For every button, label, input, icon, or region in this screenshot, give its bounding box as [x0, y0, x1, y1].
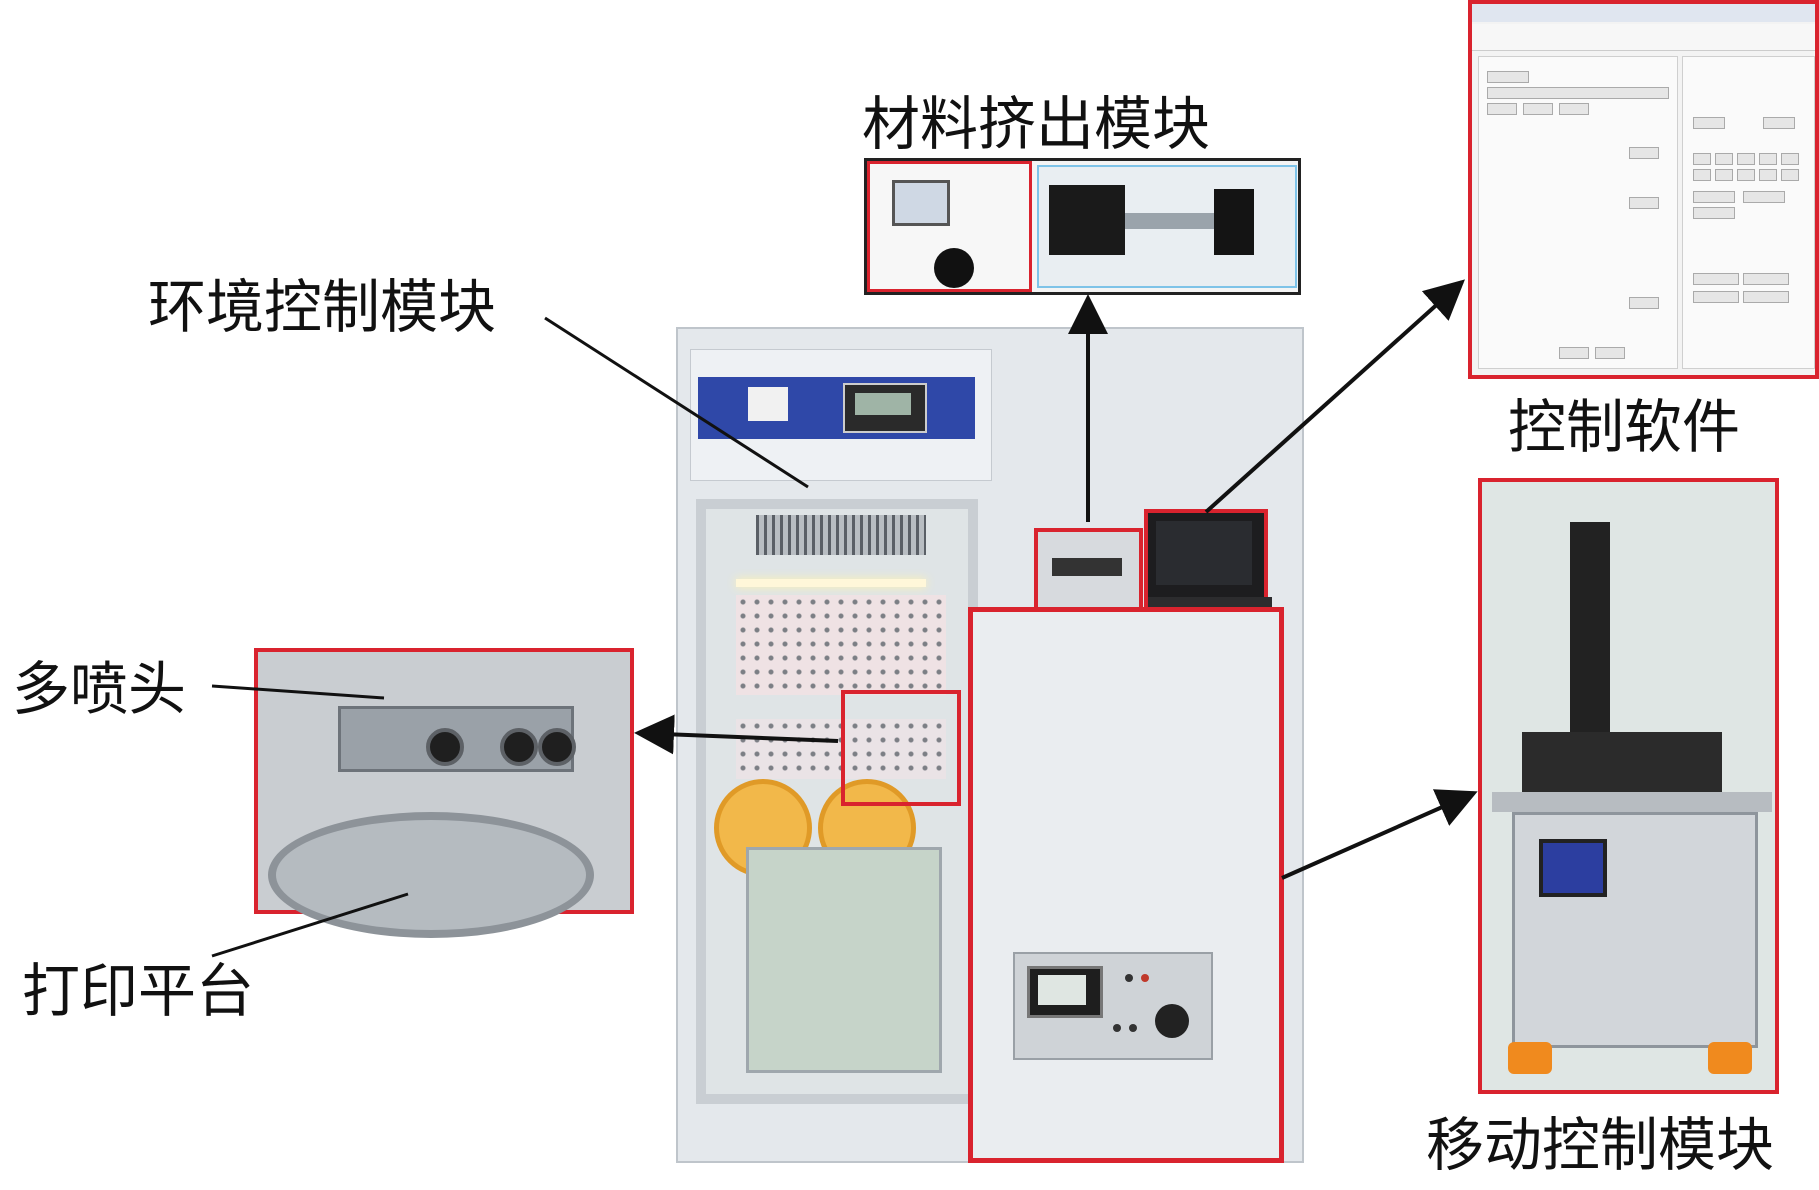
label-multi-nozzle: 多喷头 — [12, 655, 187, 723]
software-toolbar — [1472, 24, 1815, 51]
label-material-extrusion: 材料挤出模块 — [862, 90, 1211, 158]
label-print-platform: 打印平台 — [22, 957, 255, 1025]
software-right-pane — [1682, 56, 1815, 369]
leader-platform — [211, 892, 409, 958]
arrow-to-nozzle — [634, 714, 839, 755]
machine-table — [1492, 792, 1772, 812]
chamber-vents — [756, 515, 926, 555]
print-platform-dish — [268, 812, 594, 938]
panel-display-lcd — [843, 383, 927, 433]
chamber-lower-door — [746, 847, 942, 1073]
software-titlebar — [1472, 4, 1815, 22]
environment-control-panel — [698, 377, 975, 439]
label-motion-control: 移动控制模块 — [1426, 1111, 1775, 1179]
extruder-on-cabinet — [1034, 528, 1143, 611]
panel-display-small — [748, 387, 788, 421]
arrow-to-motion — [1281, 789, 1478, 880]
leader-nozzle — [211, 684, 385, 700]
motion-control-photo — [1478, 478, 1779, 1094]
syringe-pump — [1037, 165, 1297, 288]
label-environment-control: 环境控制模块 — [148, 273, 497, 341]
chamber-lamp — [736, 579, 926, 587]
motion-control-cabinet — [968, 607, 1284, 1163]
motion-control-panel — [1013, 952, 1213, 1060]
main-cabinet-photo — [676, 327, 1304, 1163]
motion-control-cabinet-front — [1512, 812, 1758, 1048]
material-extrusion-photo — [864, 158, 1301, 295]
control-software-screenshot — [1468, 0, 1819, 379]
chamber-pegboard — [736, 595, 946, 695]
nozzle-highlight-box — [841, 690, 961, 806]
software-left-pane — [1478, 56, 1678, 369]
label-control-software: 控制软件 — [1508, 393, 1741, 461]
arrow-to-software — [1204, 279, 1465, 514]
leader-environment — [544, 316, 809, 489]
laptop-base — [1148, 597, 1272, 609]
pump-controller — [867, 161, 1032, 292]
xy-stage — [1522, 732, 1722, 802]
